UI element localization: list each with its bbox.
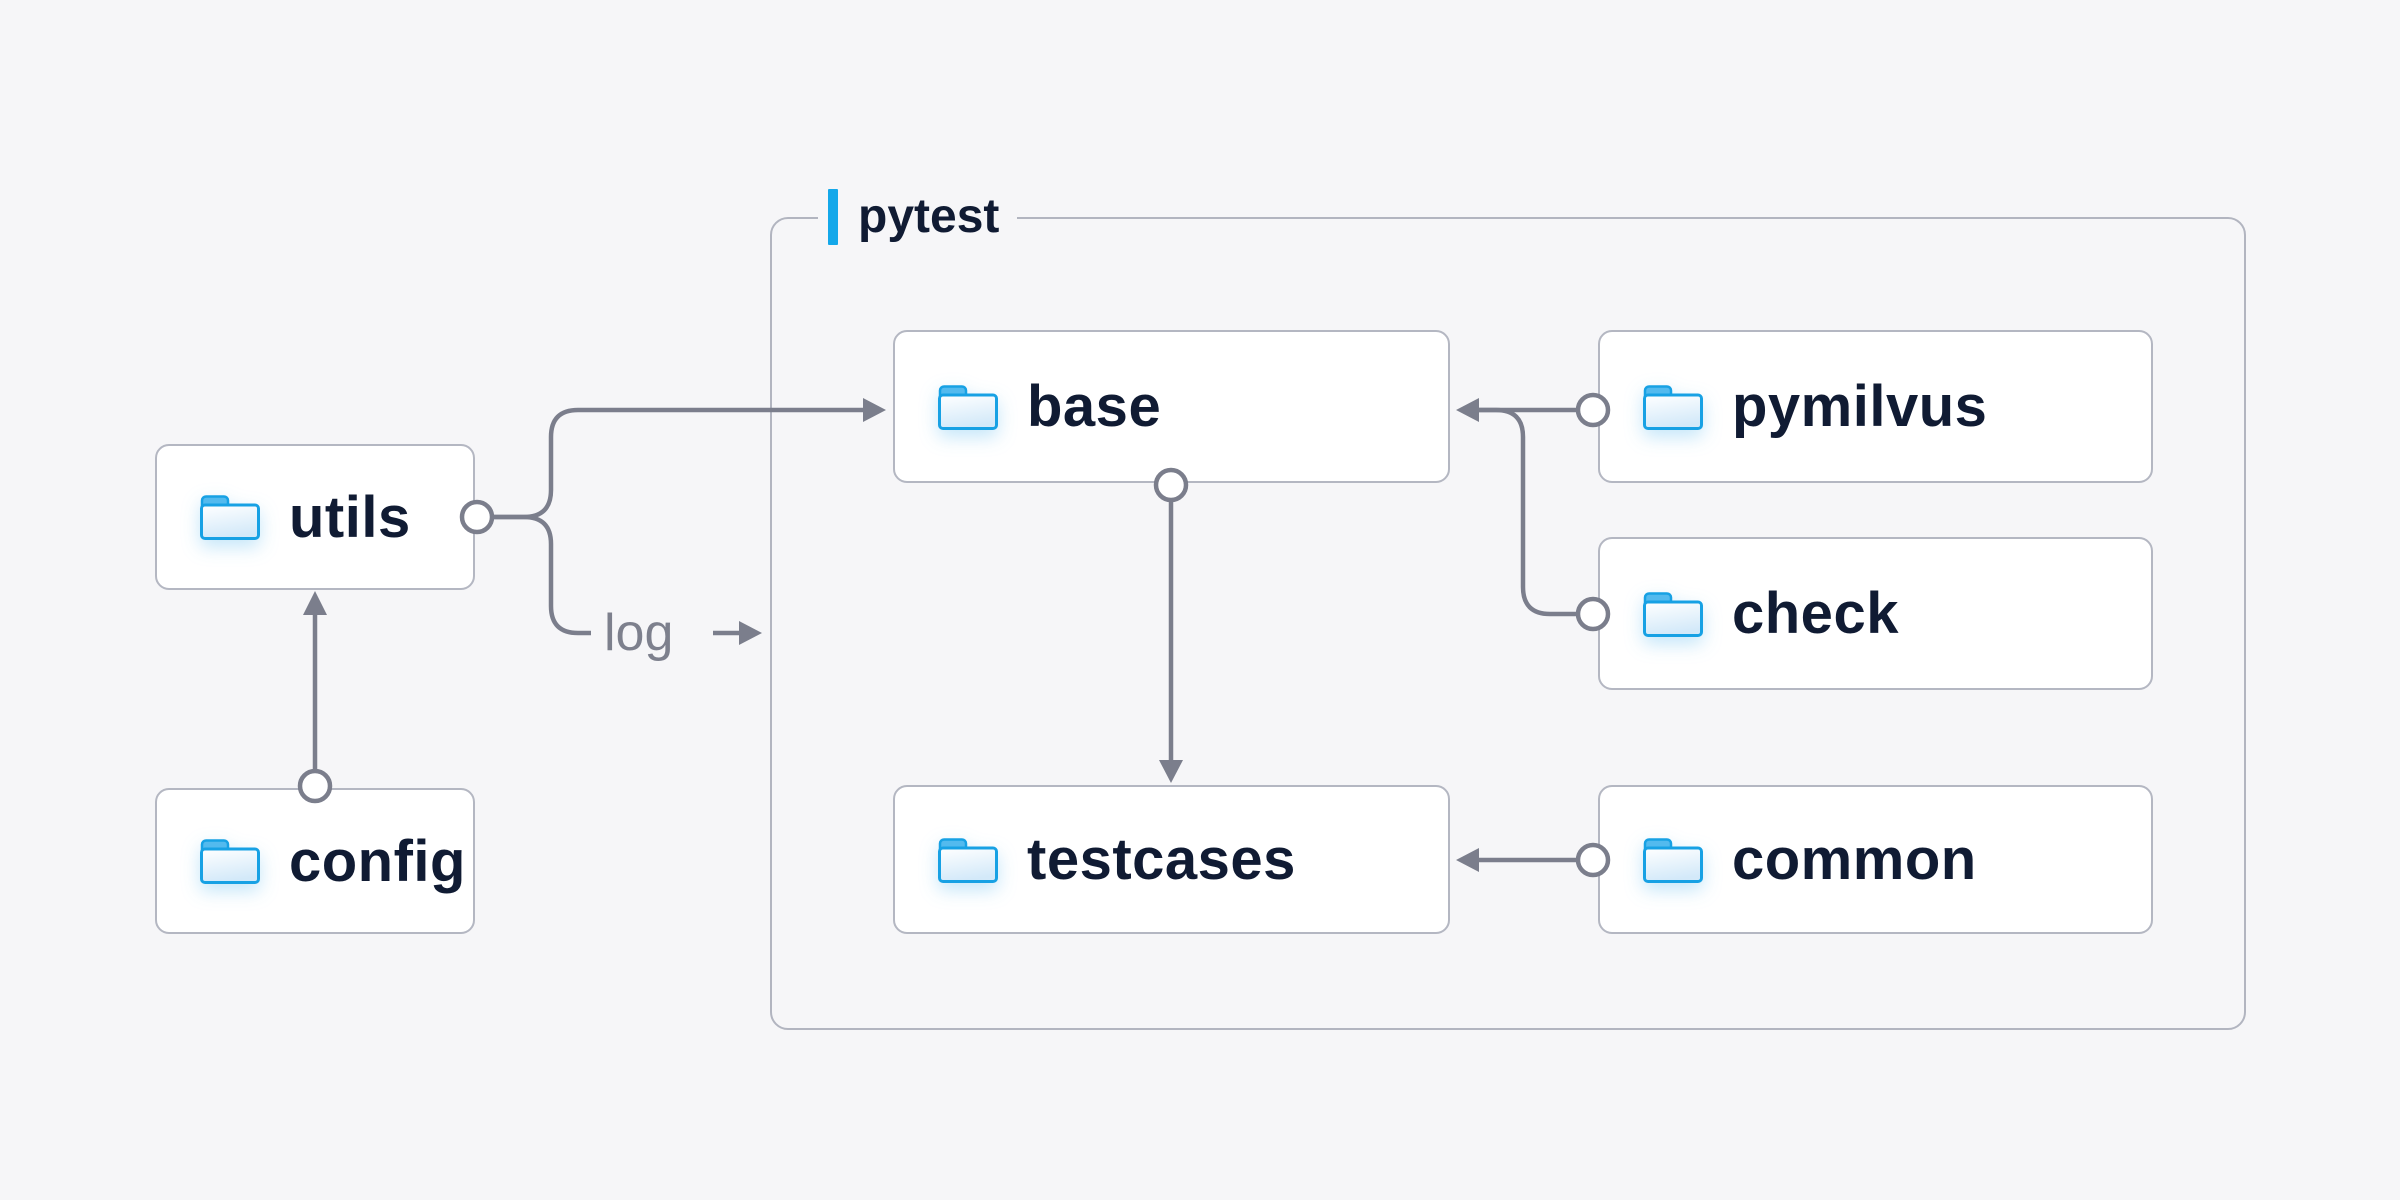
- folder-icon: [1643, 591, 1703, 637]
- node-label: config: [289, 828, 466, 894]
- node-label: pymilvus: [1732, 374, 1988, 439]
- edge-config-utils: [297, 591, 333, 804]
- accent-bar: [828, 189, 838, 245]
- arrowhead-right-icon: [739, 621, 762, 645]
- log-edge-label: log: [604, 604, 673, 662]
- folder-icon: [938, 384, 998, 430]
- folder-icon: [200, 839, 260, 884]
- node-label: common: [1732, 827, 1977, 892]
- node-label: base: [1027, 374, 1162, 439]
- folder-icon: [1643, 837, 1703, 883]
- folder-icon: [200, 495, 260, 540]
- node-label: utils: [289, 484, 411, 550]
- node-utils: utils: [155, 444, 475, 590]
- node-config: config: [155, 788, 475, 934]
- node-label: testcases: [1027, 827, 1296, 892]
- folder-icon: [1643, 384, 1703, 430]
- node-testcases: testcases: [893, 785, 1450, 934]
- node-common: common: [1598, 785, 2153, 934]
- node-label: check: [1732, 581, 1899, 646]
- node-base: base: [893, 330, 1450, 483]
- pytest-group-container: [770, 217, 2246, 1030]
- arrowhead-up-icon: [303, 591, 327, 615]
- pytest-group-title: pytest: [858, 190, 1000, 243]
- node-check: check: [1598, 537, 2153, 690]
- node-pymilvus: pymilvus: [1598, 330, 2153, 483]
- folder-icon: [938, 837, 998, 883]
- pytest-group-label: pytest: [818, 188, 1018, 246]
- edge-utils-log: log: [459, 499, 762, 662]
